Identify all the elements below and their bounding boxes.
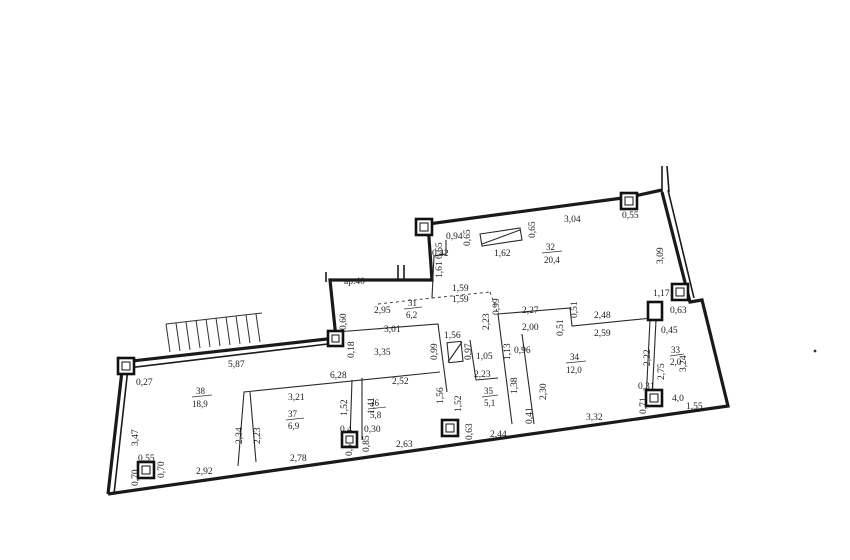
outer-walls [106,165,730,496]
dimension-label: 0,5 [345,444,355,456]
pillars [116,191,690,480]
dimension-label: 3,24 [679,355,689,372]
room-label-rules [191,250,685,421]
dimension-label: 1,13 [503,343,513,360]
dimension-label: 0,27 [136,378,153,388]
dimension-label: 0,85 [362,435,372,452]
dimension-label: 1,59 [452,295,469,305]
room-area: 2,0 [670,357,682,367]
room-number: 38 [196,386,206,396]
dimension-label: 2,23 [474,370,491,380]
dimension-label: 0,70 [131,469,141,486]
balcony-hatch [165,312,263,353]
dimension-label: 2,75 [657,363,667,380]
dimension-label: 0,51 [556,319,566,336]
dimension-label: 2,63 [396,440,413,450]
label-ar-40: ар.40 [344,277,365,287]
dimension-label: 1,62 [494,249,511,259]
dimension-label: 0,31 [638,382,655,392]
dimension-label: 1,55 [686,402,703,412]
dimension-label: 2,44 [490,430,507,440]
dimension-label: 0,55 [622,211,639,221]
dimension-label: 2,52 [392,377,409,387]
room-area: 6,2 [406,310,417,320]
room-number: 37 [288,409,298,419]
dimension-label: 0,51 [570,301,580,318]
dimension-label: 4,0 [672,394,684,404]
dimension-label: 0,55 [138,454,155,464]
dimension-label: 1,52 [340,399,350,416]
dimension-label: 2,27 [522,306,539,316]
window-marker [479,227,523,247]
dimension-label: 0,65 [528,221,538,238]
dimension-label: 1,05 [476,352,493,362]
room-number: 35 [484,386,494,396]
dimension-label: 2,95 [374,306,391,316]
dimension-label: 1,61 [435,261,445,278]
room-area: 12,0 [566,365,582,375]
dimension-label: 0,99 [430,343,440,360]
dimension-label: 0,42 [432,249,449,259]
dimension-label: 1,41 [367,397,377,414]
room-number: 33 [671,345,681,355]
room-area: 6,9 [288,421,300,431]
dimension-label: 0,96 [514,346,531,356]
dimension-label: 0,99 [492,298,502,315]
dimension-label: 2,22 [643,349,653,366]
dimension-label: 3,04 [564,215,581,225]
dimension-label: 2,78 [290,454,307,464]
dimension-label: 0,63 [670,306,687,316]
dimension-label: 0,18 [347,341,357,358]
dimension-label: 0,71 [639,397,649,414]
interior-walls [237,240,657,467]
room-area: 5,8 [370,410,382,420]
dimension-label: 6,28 [330,371,347,381]
dimension-labels: 3,04 0,55 0,94 0,65 0,65 1,62 0,65 0,42 … [131,211,703,486]
dimension-label: 1,56 [444,331,461,341]
dimension-label: 2,92 [196,467,213,477]
dimension-label: 3,09 [656,247,666,264]
dimension-label: 2,30 [539,383,549,400]
dimension-label: 0,4 [340,425,352,435]
dimension-label: 2,34 [235,427,245,444]
dimension-label: 1,56 [436,387,446,404]
dimension-label: 0,65 [463,229,473,246]
dimension-label: 0,97 [464,343,474,360]
room-number: 34 [570,352,580,362]
dimension-label: 0,63 [465,423,475,440]
dimension-label: 0,94 [446,232,463,242]
dimension-label: 2,00 [522,323,539,333]
dimension-label: 2,23 [253,427,263,444]
room-number: 31 [408,298,417,308]
dimension-label: 0,41 [525,407,535,424]
dimension-label: 0,70 [157,461,167,478]
dimension-label: 1,52 [454,395,464,412]
room-labels: 31 6,2 32 20,4 33 2,0 34 12,0 35 5,1 36 … [192,242,682,431]
room-number: 36 [370,398,380,408]
dimension-label: 3,01 [384,325,401,335]
room-area: 18,9 [192,399,208,409]
dimension-label: 5,87 [228,360,245,370]
dimension-label: 3,32 [586,413,603,423]
dimension-label: 0,65 [435,242,445,259]
dimension-label: 2,23 [482,313,492,330]
dimension-label: 1,38 [510,377,520,394]
dimension-label: 0,30 [364,425,381,435]
dimension-label: 2,59 [594,329,611,339]
dimension-label: 0,45 [661,326,678,336]
dimension-label: 0,60 [339,313,349,330]
room-area: 20,4 [544,255,560,265]
room-number: 32 [546,242,555,252]
dimension-label: 3,21 [288,393,305,403]
dimension-label: 1,59 [452,284,469,294]
dimension-label: 2,48 [594,311,611,321]
dimension-label: 3,35 [374,348,391,358]
room-area: 5,1 [484,398,495,408]
dimension-label: 3,47 [131,429,141,446]
scan-speck [813,349,817,353]
dimension-label: 1,17 [653,289,670,299]
